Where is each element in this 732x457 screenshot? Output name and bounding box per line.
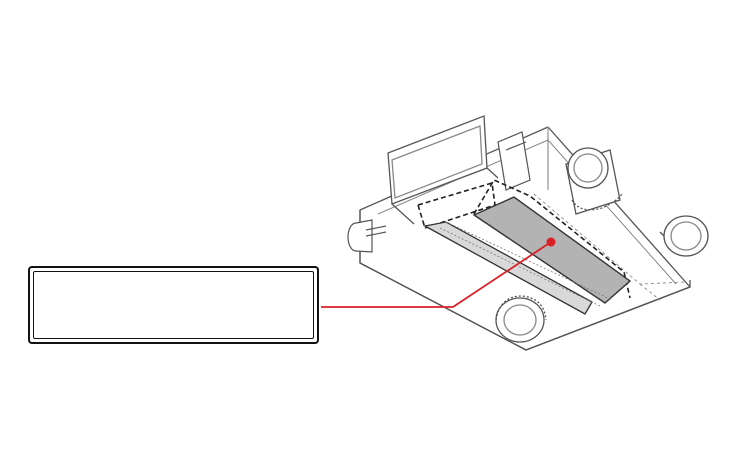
control-box bbox=[497, 131, 531, 191]
inner-seam bbox=[533, 193, 687, 301]
housing-rim bbox=[377, 139, 677, 285]
callout-label-box bbox=[28, 266, 319, 344]
duct-collar-right bbox=[659, 215, 709, 257]
duct-collar-bottom bbox=[495, 295, 547, 343]
callout-label-inner-border bbox=[33, 271, 314, 339]
filter-pleats bbox=[439, 221, 613, 307]
access-lid bbox=[387, 115, 499, 225]
duct-collar-top bbox=[565, 147, 623, 215]
callout-leader bbox=[321, 237, 556, 308]
left-duct-stub bbox=[347, 219, 387, 253]
filter-element-highlight bbox=[472, 196, 632, 304]
